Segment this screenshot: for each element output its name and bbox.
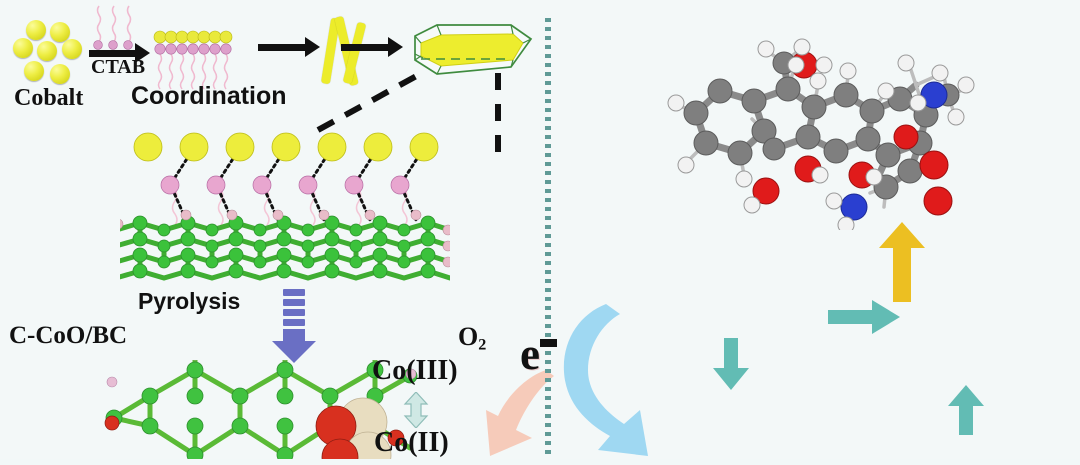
right-panel-degradation: Tetracycline CH3C(O)OOH CH3C(O)OO· ·OH (548, 0, 1080, 459)
co-three-label: Co(III) (372, 355, 458, 386)
coordination-label: Coordination (131, 82, 287, 110)
tetracycline-molecule (667, 38, 975, 230)
degradation-arrow-icon (879, 222, 925, 302)
oxygen-to-singlet-arrow (948, 385, 984, 435)
paa-to-hydroxyl-arrow (713, 338, 749, 390)
left-panel-synthesis: Cobalt CTAB (9, 5, 554, 459)
ctab-reaction-arrow (89, 43, 150, 63)
paa-to-radical-arrow (828, 300, 900, 334)
nanorod-prism (414, 24, 533, 75)
oxygen-label-left: O2 (458, 322, 486, 355)
electron-charge-icon (539, 339, 557, 347)
oxygen-subscript: 2 (478, 336, 487, 354)
panel-divider (545, 18, 551, 459)
co-two-label: Co(II) (374, 427, 449, 458)
coordination-assembly (153, 30, 233, 90)
biochar-sheet-with-cobalt (120, 132, 450, 281)
crystallization-arrow (341, 37, 403, 57)
catalyst-label: C-CoO/BC (9, 322, 128, 349)
cobalt-sphere (62, 39, 82, 59)
cobalt-label: Cobalt (14, 85, 84, 111)
cobalt-sphere (50, 64, 70, 84)
assembly-arrow (258, 37, 320, 57)
pyrolysis-label: Pyrolysis (138, 288, 241, 314)
cobalt-sphere (26, 20, 46, 40)
oxygen-transfer-arrow (486, 370, 554, 456)
pyrolysis-arrow-icon (272, 289, 316, 363)
cobalt-sphere (13, 38, 33, 58)
redox-equilibrium-arrow (403, 392, 429, 428)
graphitic-carbon-with-coo (104, 360, 418, 459)
cobalt-sphere (50, 22, 70, 42)
ctab-label: CTAB (91, 56, 146, 78)
oxygen-symbol: O (458, 322, 479, 351)
cobalt-sphere (24, 61, 44, 81)
electron-symbol: e (520, 332, 557, 377)
electron-transfer-arrow (563, 304, 648, 456)
cobalt-sphere (37, 41, 57, 61)
electron-letter: e (520, 329, 540, 379)
zoom-leader-lines (316, 70, 501, 160)
cobalt-cluster (10, 20, 100, 88)
ctab-free-molecules (93, 5, 133, 50)
